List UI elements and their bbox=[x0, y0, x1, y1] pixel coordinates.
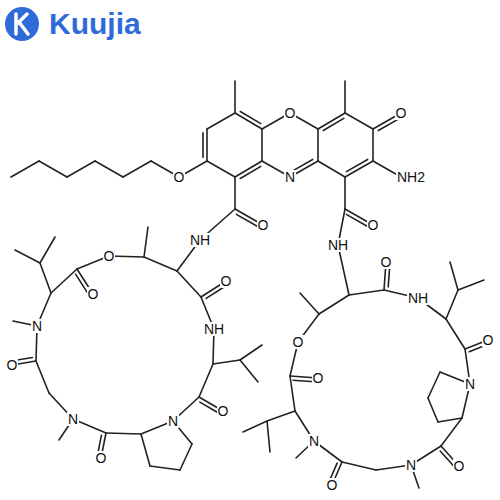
chemical-bond bbox=[235, 113, 262, 129]
chemical-bond bbox=[428, 398, 438, 422]
chemical-bond bbox=[243, 421, 267, 432]
chemical-bond bbox=[428, 372, 440, 398]
chemical-bond bbox=[67, 161, 95, 177]
chemical-bond bbox=[207, 113, 235, 129]
chemical-bond bbox=[40, 263, 51, 293]
chemical-bond bbox=[446, 319, 465, 349]
chemical-bond bbox=[345, 161, 373, 177]
atom-label: N bbox=[67, 412, 79, 426]
chemical-bond bbox=[338, 245, 349, 295]
chemical-bond bbox=[318, 113, 345, 129]
atom-label: N bbox=[308, 434, 320, 448]
chemical-bond bbox=[235, 161, 262, 177]
atom-label: N bbox=[167, 414, 179, 428]
chemical-bond bbox=[458, 280, 484, 290]
chemical-bond bbox=[323, 118, 344, 130]
chemical-bond bbox=[344, 81, 346, 113]
brand-logo-text: Kuujia bbox=[48, 9, 142, 39]
chemical-bond bbox=[240, 166, 261, 178]
atom-label: O bbox=[292, 335, 305, 349]
chemical-bond bbox=[144, 257, 177, 271]
chemical-bond bbox=[36, 361, 49, 393]
chemical-bond bbox=[123, 161, 151, 177]
chemical-bond bbox=[346, 159, 367, 171]
atom-label: NH bbox=[189, 233, 211, 247]
chemical-bond bbox=[344, 177, 346, 209]
chemical-bond bbox=[51, 269, 77, 293]
chemical-bond bbox=[319, 295, 349, 314]
chemical-bond bbox=[317, 129, 319, 161]
chemical-bond bbox=[207, 161, 235, 177]
atom-label: NH bbox=[203, 322, 225, 336]
atom-label: O bbox=[103, 249, 116, 263]
chemical-bond bbox=[349, 290, 384, 295]
chemical-bond bbox=[180, 444, 192, 470]
atom-label: O bbox=[312, 371, 325, 385]
atom-label: NH2 bbox=[396, 170, 426, 184]
atom-label: O bbox=[326, 478, 339, 492]
chemical-bond bbox=[40, 237, 55, 263]
atom-label: NH bbox=[407, 291, 429, 305]
atom-label: N bbox=[464, 377, 476, 391]
chemical-bond bbox=[267, 411, 295, 421]
chemical-bond bbox=[199, 364, 213, 397]
chemical-bond bbox=[141, 434, 150, 466]
chemical-bond bbox=[15, 250, 40, 263]
atom-label: O bbox=[95, 451, 108, 465]
chemical-bond bbox=[200, 402, 218, 413]
chemical-bond bbox=[267, 421, 270, 452]
atom-label: O bbox=[257, 218, 270, 232]
chemical-bond bbox=[345, 113, 373, 129]
chemical-bond bbox=[342, 462, 376, 470]
atom-label: O bbox=[367, 218, 380, 232]
atom-label: O bbox=[284, 106, 297, 120]
chemical-bond bbox=[450, 262, 458, 290]
chemical-bond bbox=[240, 111, 261, 123]
chemical-bond bbox=[39, 161, 67, 177]
chemical-bond bbox=[11, 161, 39, 177]
chemical-bond bbox=[261, 129, 263, 161]
atom-label: N bbox=[284, 170, 296, 184]
logo-circle bbox=[5, 7, 39, 41]
chemical-bond bbox=[346, 214, 367, 226]
atom-label: O bbox=[173, 170, 186, 184]
chemical-bond bbox=[202, 133, 204, 157]
atom-label: N bbox=[405, 458, 417, 472]
chemical-bond bbox=[206, 129, 208, 161]
chemical-bond bbox=[446, 290, 458, 319]
atom-label: N bbox=[31, 319, 43, 333]
atom-label: O bbox=[217, 404, 230, 418]
chemical-bond bbox=[177, 271, 201, 297]
chemical-bond bbox=[318, 161, 345, 177]
chemical-bond bbox=[240, 360, 258, 382]
chemical-bond bbox=[236, 214, 257, 226]
chemical-bond bbox=[106, 433, 141, 434]
chemical-bond bbox=[378, 118, 399, 130]
atom-label: O bbox=[87, 287, 100, 301]
atom-label: O bbox=[482, 333, 495, 347]
chemical-bond bbox=[240, 345, 262, 360]
chemical-bond bbox=[234, 81, 236, 113]
chemical-bond bbox=[234, 177, 236, 209]
atom-label: O bbox=[395, 106, 408, 120]
chemical-bond bbox=[213, 360, 240, 364]
chemical-bond bbox=[438, 418, 462, 422]
chemical-bond bbox=[95, 161, 123, 177]
chemical-bond bbox=[150, 466, 180, 470]
atom-label: NH bbox=[327, 238, 349, 252]
atom-label: O bbox=[6, 358, 19, 372]
chemical-bond bbox=[441, 418, 462, 446]
chemical-bond bbox=[372, 129, 374, 161]
chemical-bond bbox=[206, 286, 225, 298]
atom-label: O bbox=[380, 255, 393, 269]
chemical-bond bbox=[300, 293, 319, 314]
chemical-bond bbox=[144, 227, 148, 257]
chemical-bond bbox=[290, 376, 295, 411]
atom-label: O bbox=[453, 459, 466, 473]
atom-label: O bbox=[220, 274, 233, 288]
logo-glyph bbox=[16, 14, 28, 34]
